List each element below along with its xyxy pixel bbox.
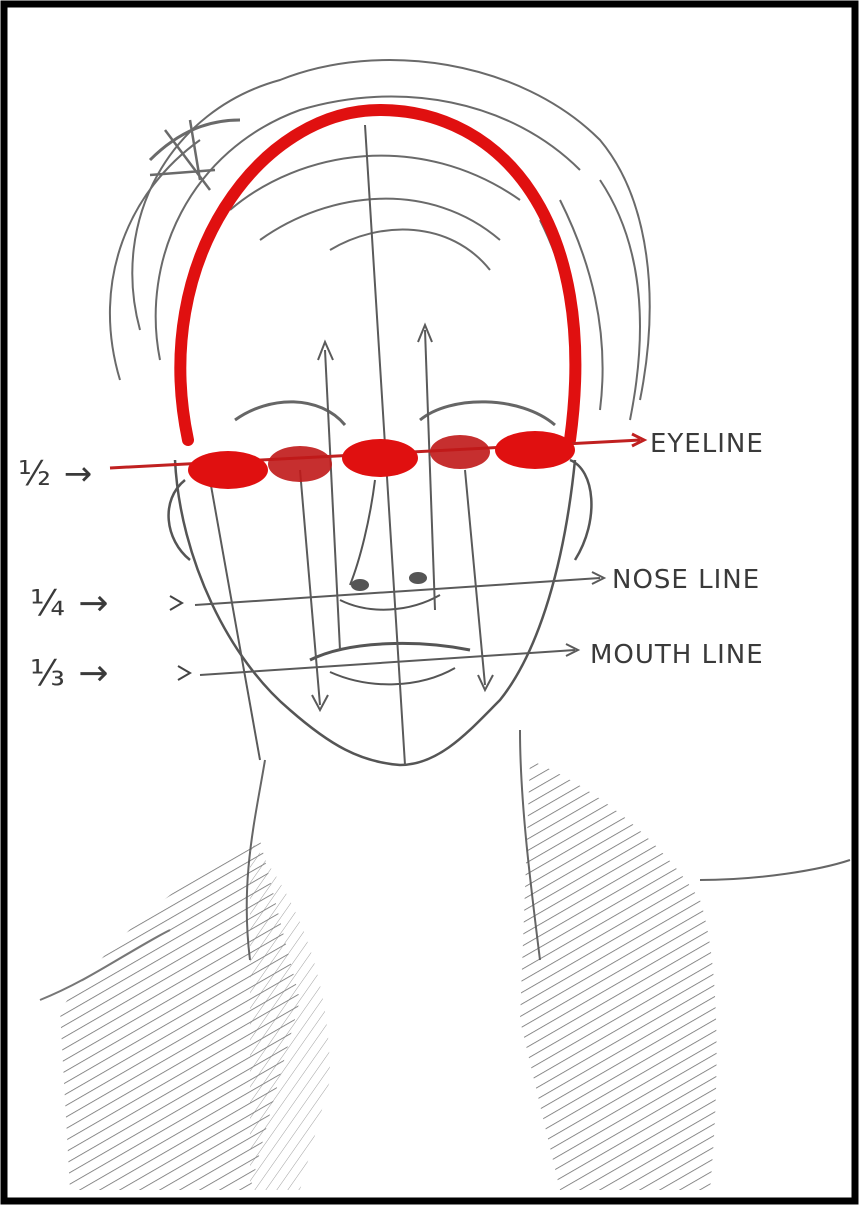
eye-width-oval-5 xyxy=(495,431,575,469)
mouth-fraction-label: ⅓ → xyxy=(30,653,110,694)
eye-fraction-label: ½ → xyxy=(18,454,93,494)
eye-width-oval-4 xyxy=(430,435,490,469)
nose-fraction-label: ¼ → xyxy=(30,583,110,624)
nose-line-label: NOSE LINE xyxy=(612,565,760,595)
mouth-line-label: MOUTH LINE xyxy=(590,640,764,670)
eye-width-oval-2 xyxy=(268,446,332,482)
eye-line-label: EYELINE xyxy=(650,429,764,459)
eye-width-oval-3 xyxy=(342,439,418,477)
eye-width-oval-1 xyxy=(188,451,268,489)
